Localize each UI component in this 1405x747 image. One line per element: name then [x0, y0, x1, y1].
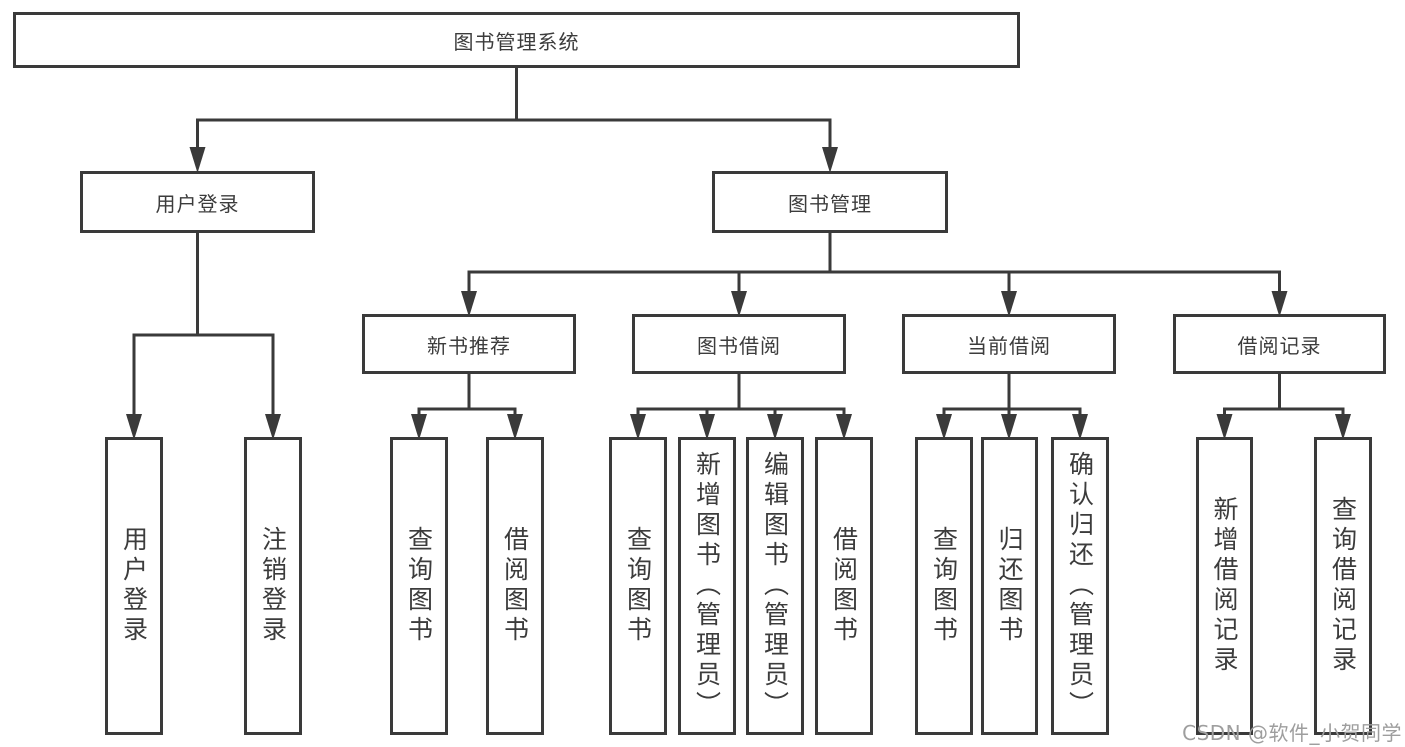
leaf-query-borrow-record: 查询借阅记录: [1314, 437, 1372, 735]
leaf-add-borrow-record: 新增借阅记录: [1196, 437, 1253, 735]
connector-book-management-to-level3: [461, 233, 1288, 317]
connector-current-borrowing-to-leaves: [936, 374, 1088, 440]
node-user-login: 用户登录: [80, 171, 315, 233]
leaf-query-books-recommend: 查询图书: [390, 437, 448, 735]
node-library-management-system: 图书管理系统: [13, 12, 1020, 68]
leaf-edit-book-admin: 编辑图书（管理员）: [746, 437, 804, 735]
watermark: CSDN @软件_小贺同学: [1182, 721, 1402, 745]
connector-root-to-level2: [189, 68, 838, 173]
leaf-borrow-books-borrowing: 借阅图书: [815, 437, 873, 735]
connector-user-login-to-leaves: [126, 233, 281, 440]
leaf-borrow-books-recommend: 借阅图书: [486, 437, 544, 735]
node-book-borrowing: 图书借阅: [632, 314, 846, 374]
node-book-management: 图书管理: [712, 171, 948, 233]
connector-book-borrowing-to-leaves: [630, 374, 852, 440]
node-borrowing-records: 借阅记录: [1173, 314, 1386, 374]
leaf-user-login: 用户登录: [105, 437, 163, 735]
leaf-confirm-return-admin: 确认归还（管理员）: [1051, 437, 1109, 735]
connector-borrowing-records-to-leaves: [1216, 374, 1351, 440]
leaf-return-book: 归还图书: [981, 437, 1038, 735]
node-current-borrowing: 当前借阅: [902, 314, 1116, 374]
leaf-query-books-current: 查询图书: [915, 437, 973, 735]
leaf-add-book-admin: 新增图书（管理员）: [678, 437, 736, 735]
node-new-book-recommend: 新书推荐: [362, 314, 576, 374]
leaf-logout: 注销登录: [244, 437, 302, 735]
leaf-query-books-borrowing: 查询图书: [609, 437, 667, 735]
connector-new-book-to-leaves: [411, 374, 523, 440]
